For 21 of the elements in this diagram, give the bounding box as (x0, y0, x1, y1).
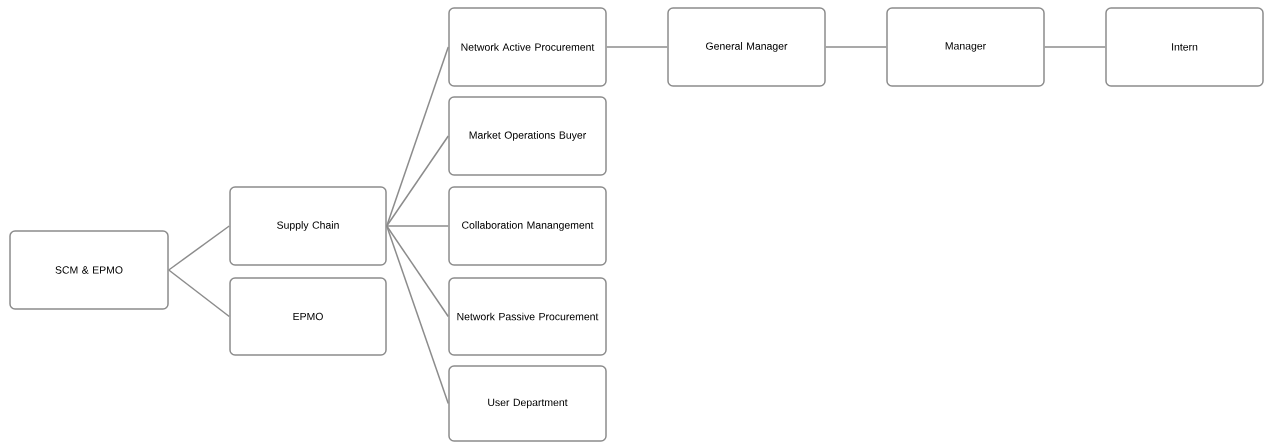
org-box: Manager (886, 7, 1045, 87)
org-box: User Department (448, 365, 607, 442)
org-box: Network Passive Procurement (448, 277, 607, 356)
connector-line (386, 135, 449, 227)
org-box: Collaboration Manangement (448, 186, 607, 266)
org-box: EPMO (229, 277, 387, 356)
connector-line (168, 225, 230, 271)
connector-line (606, 46, 668, 48)
org-box: Market Operations Buyer (448, 96, 607, 176)
connector-line (1044, 46, 1106, 48)
connector-line (386, 225, 449, 227)
org-box: Intern (1105, 7, 1264, 87)
connector-line (386, 46, 449, 227)
org-box: Network Active Procurement (448, 7, 607, 87)
connector-line (168, 269, 230, 318)
org-box: SCM & EPMO (9, 230, 169, 310)
org-box: General Manager (667, 7, 826, 87)
connector-line (386, 225, 449, 405)
connector-line (825, 46, 887, 48)
org-box: Supply Chain (229, 186, 387, 266)
connector-line (386, 225, 449, 318)
